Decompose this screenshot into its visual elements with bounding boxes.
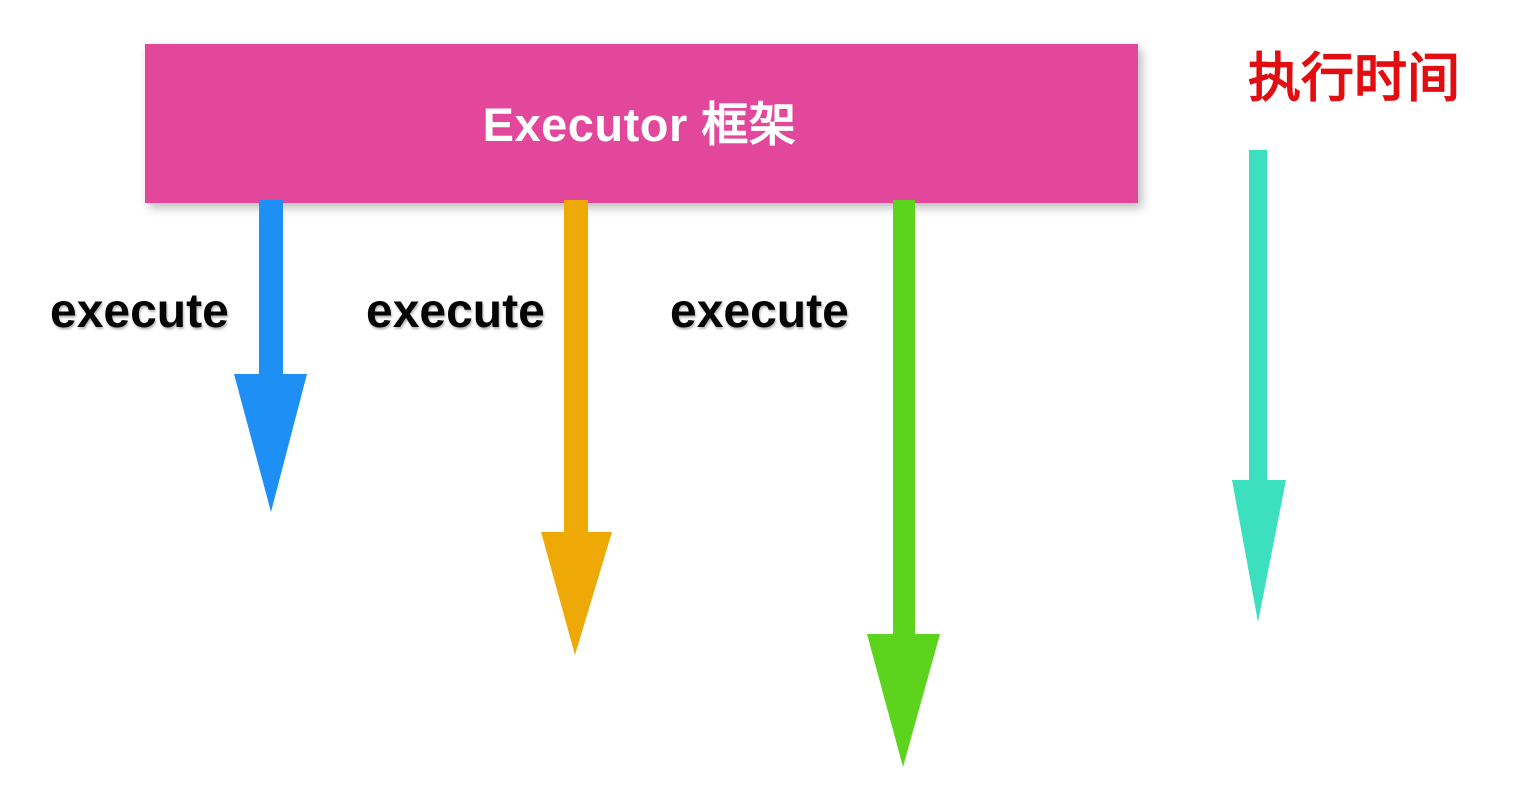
down-arrow-icon: [1232, 150, 1286, 622]
task-arrow-orange: [541, 200, 612, 655]
down-arrow-icon: [234, 200, 307, 512]
execute-label-3: execute: [670, 285, 849, 338]
execution-time-arrow: [1232, 150, 1286, 622]
executor-framework-label: Executor 框架: [482, 98, 797, 151]
down-arrow-icon: [541, 200, 612, 655]
executor-framework-bar: Executor 框架: [145, 44, 1138, 203]
execute-label-2: execute: [366, 285, 545, 338]
execution-time-heading: 执行时间: [1248, 49, 1460, 108]
down-arrow-icon: [867, 200, 940, 767]
task-arrow-blue: [234, 200, 307, 512]
execute-label-1: execute: [50, 285, 229, 338]
task-arrow-green: [867, 200, 940, 767]
